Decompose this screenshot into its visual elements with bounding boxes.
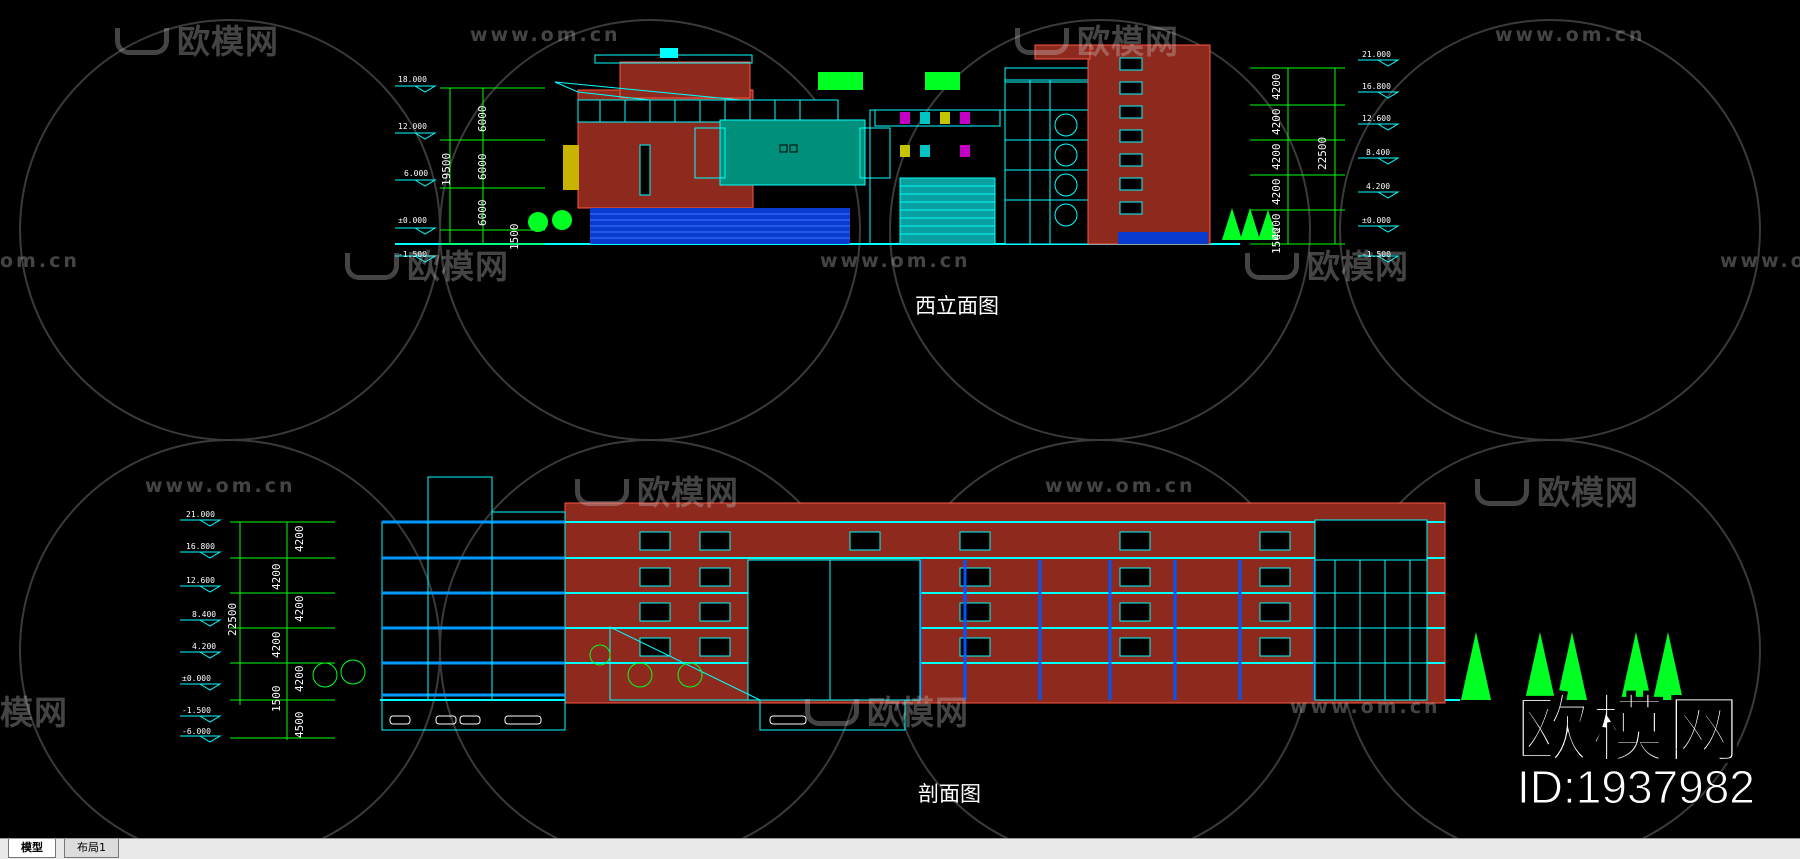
elevation-level-right: 16.800 — [1362, 82, 1391, 91]
watermark-url: www.om.cn — [1495, 24, 1646, 46]
section-level: 16.800 — [186, 542, 215, 551]
elevation-level-right: 8.400 — [1366, 148, 1391, 157]
elevation-level-right: ±0.000 — [1362, 216, 1391, 225]
elevation-dim-right: 4200 — [1270, 143, 1283, 171]
section-dim: 1500 — [270, 685, 283, 713]
elevation-dim-left: 6000 — [476, 105, 489, 133]
section-level: 12.600 — [186, 576, 215, 585]
section-level: -1.500 — [182, 706, 211, 715]
elevation-level-left: ±0.000 — [398, 216, 427, 225]
section-level: 8.400 — [192, 610, 217, 619]
watermark-url: www.om.cn — [1045, 475, 1196, 497]
elevation-level-left: -1.500 — [398, 250, 427, 259]
section-level: ±0.000 — [182, 674, 211, 683]
cad-model-space[interactable]: 欧模网 欧模网 欧模网 欧模网 欧模网 欧模网 欧模网 模网 www.om.cn… — [0, 0, 1800, 838]
section-level: 4.200 — [192, 642, 217, 651]
elevation-dim-right: 4200 — [1270, 178, 1283, 206]
west-elevation-drawing — [395, 44, 1400, 263]
elevation-caption: 西立面图 — [915, 294, 999, 318]
watermark-url: www.om.cn — [1290, 696, 1441, 718]
watermark-brand: 欧模网 — [115, 15, 279, 63]
tab-model[interactable]: 模型 — [8, 839, 56, 858]
watermark-brand: 欧模网 — [575, 466, 739, 514]
section-caption: 剖面图 — [918, 782, 981, 806]
elevation-dim-total-left: 19500 — [440, 152, 453, 186]
elevation-level-right: 21.000 — [1362, 50, 1391, 59]
brand-badge-id: ID:1937982 — [1517, 761, 1756, 814]
watermark-brand: 欧模网 — [345, 240, 509, 288]
elevation-level-right: -1.500 — [1362, 250, 1391, 259]
watermark-url: www.om.cn — [145, 475, 296, 497]
section-level: 21.000 — [186, 510, 215, 519]
section-dim: 4200 — [293, 595, 306, 623]
brand-badge-name: 欧模网 — [1514, 686, 1743, 774]
watermark-brand: 欧模网 — [1475, 466, 1639, 514]
section-drawing — [180, 476, 1683, 743]
watermark-url: www.om.cn — [820, 250, 971, 272]
section-dim: 4200 — [293, 525, 306, 553]
watermark-url: www.om.cn — [470, 24, 621, 46]
watermark-brand-partial: 模网 — [0, 693, 68, 732]
watermark-brand: 欧模网 — [805, 686, 969, 734]
section-dim: 4200 — [293, 665, 306, 693]
watermark-url: www.om.cn — [1720, 250, 1800, 272]
elevation-dim-left: 6000 — [476, 153, 489, 181]
elevation-level-right: 12.600 — [1362, 114, 1391, 123]
section-dim: 4200 — [270, 631, 283, 659]
elevation-level-left: 12.000 — [398, 122, 427, 131]
elevation-dim-right: 4200 — [1270, 108, 1283, 136]
elevation-dim-left: 1500 — [508, 223, 521, 251]
section-dim: 4200 — [270, 563, 283, 591]
section-dim-total: 22500 — [226, 602, 239, 636]
elevation-level-left: 18.000 — [398, 75, 427, 84]
watermark-brand: 欧模网 — [1015, 15, 1179, 63]
elevation-dim-right: 1500 — [1270, 227, 1283, 255]
tab-layout1[interactable]: 布局1 — [64, 839, 119, 858]
watermark-url: om.cn — [0, 250, 80, 272]
watermark-brand: 欧模网 — [1245, 240, 1409, 288]
elevation-dim-right: 4200 — [1270, 73, 1283, 101]
elevation-level-left: 6.000 — [404, 169, 429, 178]
elevation-dim-total-right: 22500 — [1316, 136, 1329, 170]
section-dim: 4500 — [293, 711, 306, 739]
elevation-dim-left: 6000 — [476, 199, 489, 227]
elevation-level-right: 4.200 — [1366, 182, 1391, 191]
section-level: -6.000 — [182, 727, 211, 736]
layout-tab-bar: 模型 布局1 — [0, 838, 1800, 859]
